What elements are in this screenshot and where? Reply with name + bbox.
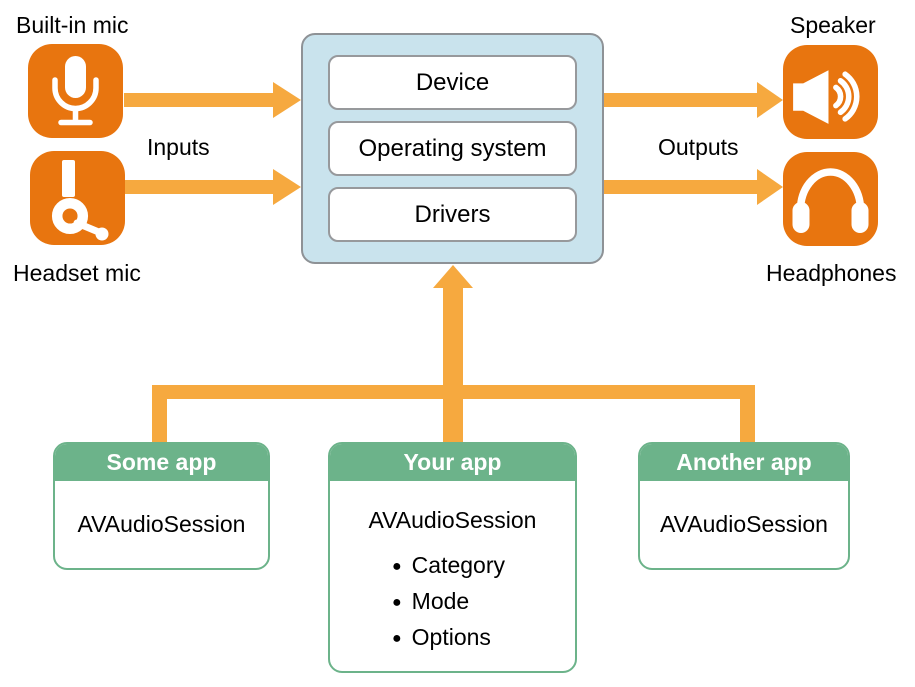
arrow-system-to-headphones (604, 169, 783, 205)
headphones-icon (783, 152, 878, 246)
avaudiosession-label: AVAudioSession (368, 507, 537, 533)
arrow-headset-mic-to-system (124, 169, 301, 205)
speaker-label: Speaker (790, 12, 876, 38)
session-property-options: Options (392, 620, 575, 656)
system-layer-device: Device (328, 55, 577, 110)
headset-mic-label: Headset mic (13, 260, 141, 286)
app-card-your-app: Your app AVAudioSession Category Mode Op… (328, 442, 577, 673)
avaudiosession-label: AVAudioSession (660, 511, 828, 537)
system-layer-operating-system: Operating system (328, 121, 577, 176)
system-box: Device Operating system Drivers (301, 33, 604, 264)
headphones-label: Headphones (766, 260, 897, 286)
headset-mic-icon (30, 151, 125, 245)
app-card-title: Some app (55, 444, 268, 481)
session-property-mode: Mode (392, 584, 575, 620)
apps-to-system-connector (152, 265, 755, 442)
speaker-icon (783, 45, 878, 139)
session-property-list: Category Mode Options (330, 548, 575, 656)
outputs-label: Outputs (658, 134, 739, 160)
system-layer-drivers: Drivers (328, 187, 577, 242)
app-card-title: Your app (330, 444, 575, 481)
app-card-some-app: Some app AVAudioSession (53, 442, 270, 570)
app-card-title: Another app (640, 444, 848, 481)
session-property-category: Category (392, 548, 575, 584)
microphone-icon (28, 44, 123, 138)
arrow-builtin-mic-to-system (124, 82, 301, 118)
built-in-mic-label: Built-in mic (16, 12, 129, 38)
inputs-label: Inputs (147, 134, 210, 160)
app-card-another-app: Another app AVAudioSession (638, 442, 850, 570)
arrow-system-to-speaker (604, 82, 783, 118)
avaudiosession-label: AVAudioSession (77, 511, 246, 537)
